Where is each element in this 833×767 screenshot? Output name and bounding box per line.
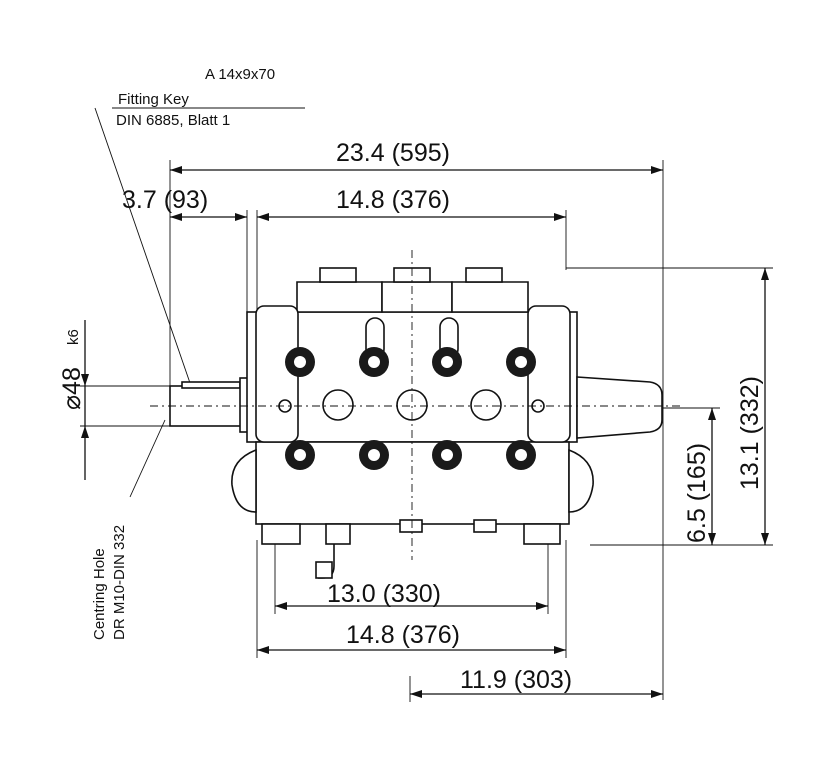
arrowhead — [410, 690, 422, 698]
shaft-height-label: 6.5 (165) — [683, 443, 711, 543]
bolt-row-top — [285, 347, 536, 377]
shaft-length-label: 3.7 (93) — [122, 186, 208, 214]
crankcase-length-label: 14.8 (376) — [336, 186, 450, 214]
end-cap — [576, 376, 663, 439]
arrowhead — [257, 646, 269, 654]
arrowhead — [257, 213, 269, 221]
pump-body — [169, 267, 663, 579]
right-flange — [527, 305, 571, 443]
overall-height-label: 13.1 (332) — [736, 376, 764, 490]
base-length-label: 14.8 (376) — [346, 621, 460, 649]
base-foot — [523, 523, 561, 545]
arrowhead — [170, 166, 182, 174]
arrowhead — [235, 213, 247, 221]
arrowhead — [761, 533, 769, 545]
shaft-tolerance-label: k6 — [65, 329, 82, 345]
mount-holes-label: 13.0 (330) — [327, 580, 441, 608]
fitting-key-standard-label: DIN 6885, Blatt 1 — [116, 112, 230, 129]
drain-nut — [315, 561, 333, 579]
arrowhead — [554, 213, 566, 221]
arrowhead — [81, 426, 89, 438]
arrowhead — [651, 690, 663, 698]
arrowhead — [761, 268, 769, 280]
base-plug — [399, 519, 423, 533]
port — [470, 389, 502, 421]
cylinder-head — [381, 281, 453, 313]
bolt-row-bottom — [285, 440, 536, 470]
arrowhead — [554, 646, 566, 654]
drain-valve — [325, 523, 351, 545]
shaft-to-end-label: 11.9 (303) — [460, 666, 572, 694]
top-nut — [319, 267, 357, 283]
top-nut — [465, 267, 503, 283]
port — [322, 389, 354, 421]
base-plug — [473, 519, 497, 533]
centring-hole-leader — [129, 419, 166, 498]
arrowhead — [536, 602, 548, 610]
centring-hole-label: Centring Hole — [91, 548, 108, 640]
arrowhead — [708, 533, 716, 545]
left-lower-cap — [231, 448, 257, 513]
cylinder-head — [296, 281, 383, 313]
overall-length-label: 23.4 (595) — [336, 139, 450, 167]
key-size-label: A 14x9x70 — [205, 66, 275, 83]
cylinder-head — [451, 281, 529, 313]
arrowhead — [81, 374, 89, 386]
arrowhead — [708, 408, 716, 420]
centring-hole-standard-label: DR M10-DIN 332 — [111, 525, 128, 640]
right-lower-cap — [568, 448, 594, 513]
arrowhead — [170, 213, 182, 221]
arrowhead — [275, 602, 287, 610]
fitting-key-label: Fitting Key — [118, 91, 189, 108]
base-foot — [261, 523, 301, 545]
arrowhead — [651, 166, 663, 174]
fitting-key-leader — [94, 107, 191, 384]
shaft-diameter-label: ⌀48 — [58, 367, 86, 410]
fitting-key — [181, 381, 241, 389]
